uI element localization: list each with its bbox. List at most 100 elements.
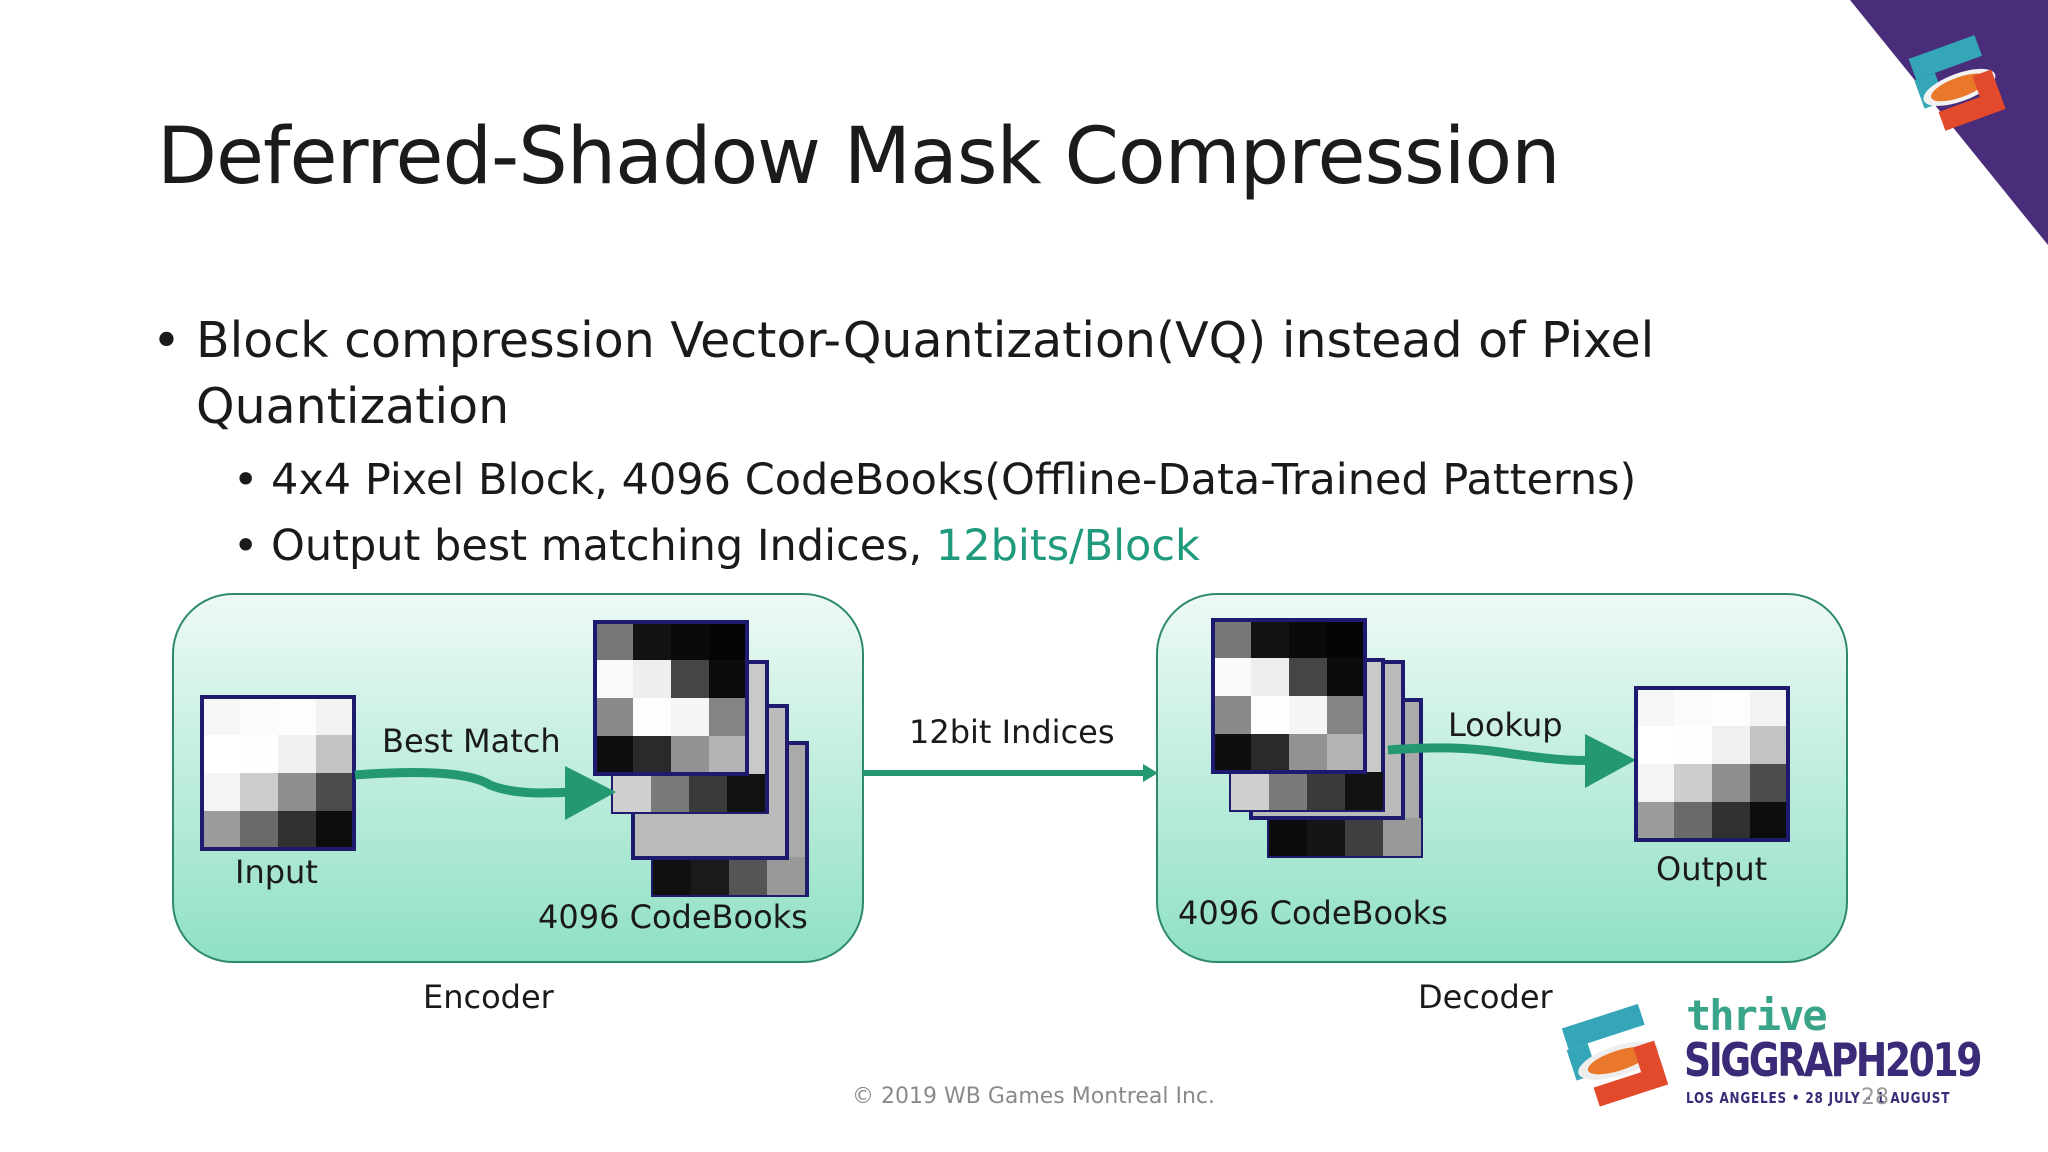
block-pixel xyxy=(1750,802,1788,840)
block-pixel xyxy=(316,735,354,773)
block-pixel xyxy=(1213,734,1251,772)
block-pixel xyxy=(671,698,709,736)
brand-tagline: thrive xyxy=(1686,991,1828,1040)
block-pixel xyxy=(595,660,633,698)
siggraph-logo-icon xyxy=(1561,1003,1669,1107)
block-pixel xyxy=(1289,734,1327,772)
block-pixel xyxy=(633,622,671,660)
link-label: 12bit Indices xyxy=(909,713,1115,751)
block-pixel xyxy=(1327,620,1365,658)
block-pixel xyxy=(709,622,747,660)
block-pixel xyxy=(1674,764,1712,802)
block-pixel xyxy=(316,697,354,735)
decoder-codebooks-label: 4096 CodeBooks xyxy=(1178,894,1448,932)
bullet-dot: • xyxy=(152,312,181,369)
block-pixel xyxy=(240,773,278,811)
block-pixel xyxy=(1674,688,1712,726)
block-pixel xyxy=(202,735,240,773)
indices-link-arrowhead xyxy=(1143,764,1158,782)
block-pixel xyxy=(595,736,633,774)
block-pixel xyxy=(278,735,316,773)
block-pixel xyxy=(1636,726,1674,764)
block-pixel xyxy=(278,811,316,849)
block-pixel xyxy=(202,697,240,735)
input-block xyxy=(200,695,356,851)
block-pixel xyxy=(633,660,671,698)
output-block xyxy=(1634,686,1790,842)
block-pixel xyxy=(633,698,671,736)
block-pixel xyxy=(1289,620,1327,658)
lookup-label: Lookup xyxy=(1448,706,1563,744)
best-match-arrowhead xyxy=(565,766,616,820)
encoder-codebooks-label: 4096 CodeBooks xyxy=(538,898,808,936)
page-number: 28 xyxy=(1861,1085,1889,1110)
input-label: Input xyxy=(235,853,318,891)
siggraph-brand: thrive SIGGRAPH2019 LOS ANGELES • 28 JUL… xyxy=(1556,991,2026,1115)
block-pixel xyxy=(633,736,671,774)
lookup-arrowhead xyxy=(1585,734,1636,788)
block-pixel xyxy=(202,811,240,849)
block-pixel xyxy=(671,736,709,774)
brand-name: SIGGRAPH2019 xyxy=(1684,1033,1983,1087)
block-pixel xyxy=(1327,658,1365,696)
main-bullet-text: Block compression Vector-Quantization(VQ… xyxy=(196,312,1655,435)
slide-title: Deferred-Shadow Mask Compression xyxy=(157,112,1561,202)
block-pixel xyxy=(1712,802,1750,840)
block-pixel xyxy=(278,773,316,811)
block-pixel xyxy=(709,660,747,698)
decoder-caption: Decoder xyxy=(1418,978,1553,1016)
block-pixel xyxy=(1327,734,1365,772)
decoder-codebook-top xyxy=(1211,618,1367,774)
block-pixel xyxy=(1213,696,1251,734)
block-pixel xyxy=(1636,688,1674,726)
block-pixel xyxy=(671,622,709,660)
block-pixel xyxy=(671,660,709,698)
block-pixel xyxy=(202,773,240,811)
block-pixel xyxy=(316,811,354,849)
block-pixel xyxy=(595,698,633,736)
sub-bullet-2: •Output best matching Indices, 12bits/Bl… xyxy=(233,516,1200,576)
sub-bullet-1: •4x4 Pixel Block, 4096 CodeBooks(Offline… xyxy=(233,450,1636,510)
block-pixel xyxy=(1636,802,1674,840)
block-pixel xyxy=(1750,764,1788,802)
sub-bullet-text: 4x4 Pixel Block, 4096 CodeBooks(Offline-… xyxy=(271,455,1637,505)
copyright-footer: © 2019 WB Games Montreal Inc. xyxy=(852,1084,1215,1109)
block-pixel xyxy=(1251,658,1289,696)
block-pixel xyxy=(316,773,354,811)
siggraph-corner-logo xyxy=(1850,0,2048,245)
block-border xyxy=(200,695,356,851)
block-border xyxy=(1211,618,1367,774)
encoder-codebook-top xyxy=(593,620,749,776)
block-pixel xyxy=(1251,696,1289,734)
encoder-caption: Encoder xyxy=(423,978,554,1016)
block-pixel xyxy=(278,697,316,735)
block-pixel xyxy=(1251,734,1289,772)
lookup-arrow xyxy=(1387,743,1601,766)
block-pixel xyxy=(1289,658,1327,696)
bullet-dot: • xyxy=(233,521,259,571)
bits-per-block-highlight: 12bits/Block xyxy=(935,521,1200,571)
block-pixel xyxy=(1712,688,1750,726)
block-pixel xyxy=(1674,726,1712,764)
block-pixel xyxy=(1712,726,1750,764)
block-pixel xyxy=(1213,658,1251,696)
block-border xyxy=(593,620,749,776)
output-label: Output xyxy=(1656,850,1768,888)
block-border xyxy=(1634,686,1790,842)
block-pixel xyxy=(1213,620,1251,658)
block-pixel xyxy=(1289,696,1327,734)
block-pixel xyxy=(240,697,278,735)
block-pixel xyxy=(595,622,633,660)
block-pixel xyxy=(1251,620,1289,658)
block-pixel xyxy=(709,736,747,774)
block-pixel xyxy=(1636,764,1674,802)
block-pixel xyxy=(240,811,278,849)
block-pixel xyxy=(709,698,747,736)
block-pixel xyxy=(1327,696,1365,734)
sub-bullet-text: Output best matching Indices, xyxy=(271,521,936,571)
block-pixel xyxy=(1674,802,1712,840)
block-pixel xyxy=(1750,726,1788,764)
block-pixel xyxy=(240,735,278,773)
best-match-label: Best Match xyxy=(382,722,561,760)
